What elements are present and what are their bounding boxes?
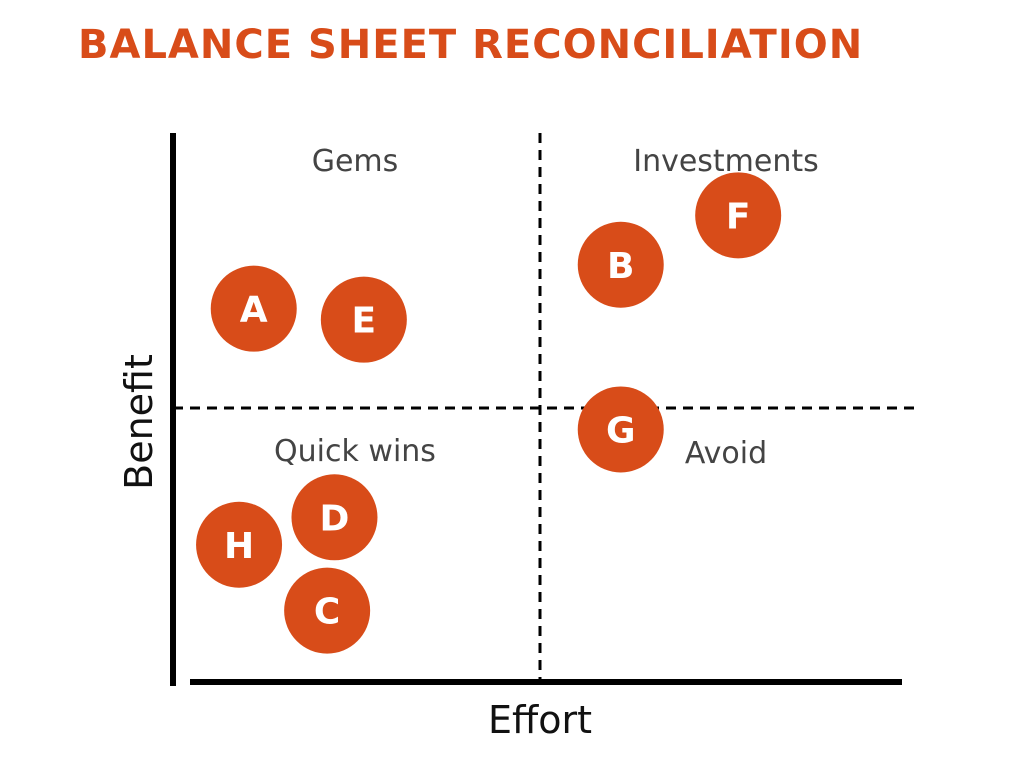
item-bubble-c: C <box>284 567 371 654</box>
bubble-circle <box>577 386 664 473</box>
bubble-label: B <box>607 246 634 287</box>
item-bubble-b: B <box>577 221 664 308</box>
bubble-label: C <box>314 592 340 633</box>
y-axis-label: Benefit <box>117 354 161 490</box>
quadrant-label-quick-wins: Quick wins <box>274 434 436 469</box>
item-bubble-f: F <box>695 172 782 259</box>
bubble-circle <box>695 172 782 259</box>
quadrant-label-avoid: Avoid <box>685 436 767 471</box>
item-bubble-h: H <box>196 501 283 588</box>
item-bubbles: A E B F G D H C <box>196 172 782 654</box>
bubble-label: D <box>320 498 350 539</box>
bubble-circle <box>291 474 378 561</box>
bubble-label: A <box>240 290 268 331</box>
bubble-circle <box>320 276 407 363</box>
bubble-label: H <box>224 526 254 567</box>
x-axis-label: Effort <box>488 698 592 742</box>
bubble-label: G <box>606 410 636 451</box>
quadrant-label-investments: Investments <box>633 144 819 179</box>
bubble-label: E <box>352 301 377 342</box>
item-bubble-d: D <box>291 474 378 561</box>
item-bubble-a: A <box>210 265 297 352</box>
bubble-circle <box>577 221 664 308</box>
bubble-circle <box>210 265 297 352</box>
bubble-circle <box>284 567 371 654</box>
page-title: BALANCE SHEET RECONCILIATION <box>78 22 864 68</box>
item-bubble-e: E <box>320 276 407 363</box>
item-bubble-g: G <box>577 386 664 473</box>
quadrant-label-gems: Gems <box>312 144 399 179</box>
bubble-circle <box>196 501 283 588</box>
bubble-label: F <box>726 196 751 237</box>
